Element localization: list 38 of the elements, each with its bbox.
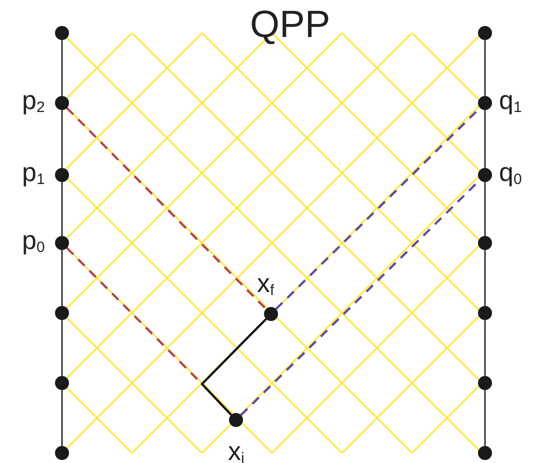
point-label: x$_{i}$ <box>228 438 244 463</box>
line <box>61 390 63 446</box>
point-dot <box>478 236 492 250</box>
point-dot <box>55 236 69 250</box>
point-dot <box>55 376 69 390</box>
line <box>484 390 486 446</box>
point-label: p$_{1}$ <box>22 159 45 185</box>
point-dot <box>478 306 492 320</box>
line <box>484 40 486 96</box>
point-dot <box>478 446 492 460</box>
point-dot <box>478 26 492 40</box>
line <box>61 182 63 236</box>
dashed-line <box>66 107 267 310</box>
line <box>61 110 63 168</box>
point-label: q$_{0}$ <box>499 159 522 185</box>
title: QPP <box>250 6 330 44</box>
point-dot <box>478 168 492 182</box>
point-dot <box>55 96 69 110</box>
point-dot <box>478 376 492 390</box>
point-dot <box>478 96 492 110</box>
line <box>484 110 486 168</box>
line <box>484 182 486 236</box>
point-label: x$_{f}$ <box>257 270 274 296</box>
line <box>484 320 486 376</box>
line <box>61 40 63 96</box>
point-dot <box>55 26 69 40</box>
point-dot <box>55 306 69 320</box>
point-label: p$_{0}$ <box>22 227 45 253</box>
point-dot <box>55 446 69 460</box>
line <box>61 250 63 306</box>
line <box>200 318 267 416</box>
point-label: p$_{2}$ <box>22 87 45 113</box>
point-dot <box>229 413 243 427</box>
point-dot <box>264 307 278 321</box>
point-dot <box>55 168 69 182</box>
line <box>61 320 63 376</box>
point-label: q$_{1}$ <box>499 87 522 113</box>
line <box>484 250 486 306</box>
